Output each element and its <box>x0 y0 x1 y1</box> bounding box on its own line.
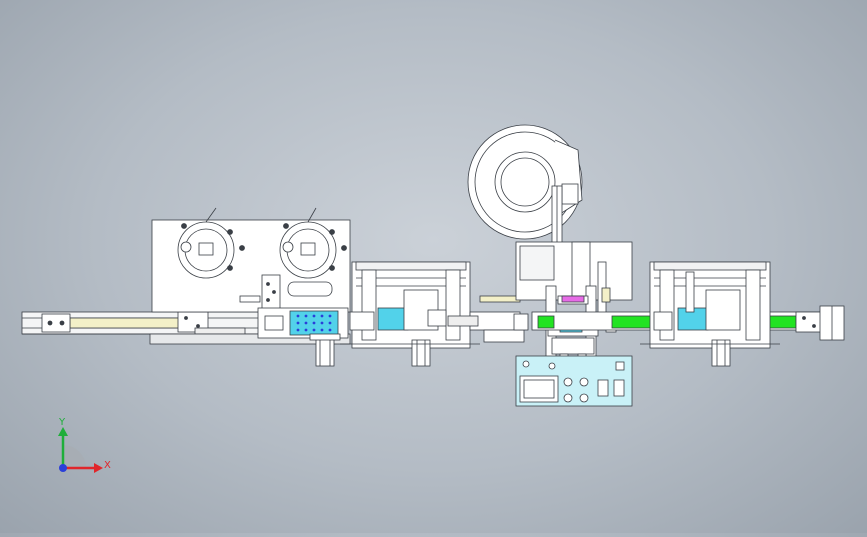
right-pressing-station <box>640 261 780 367</box>
middle-conveyor <box>447 295 529 343</box>
x-axis-label: X <box>104 460 111 471</box>
y-axis-label: Y <box>58 417 66 428</box>
left-transfer-block <box>257 307 349 367</box>
left-infeed-conveyor <box>21 311 351 345</box>
central-station <box>515 241 633 369</box>
left-pressing-station <box>340 261 480 367</box>
control-panel <box>515 355 633 407</box>
coordinate-triad: Y X <box>58 417 111 473</box>
main-vibratory-bowl <box>467 124 583 261</box>
dual-feeder-plate <box>151 207 351 313</box>
